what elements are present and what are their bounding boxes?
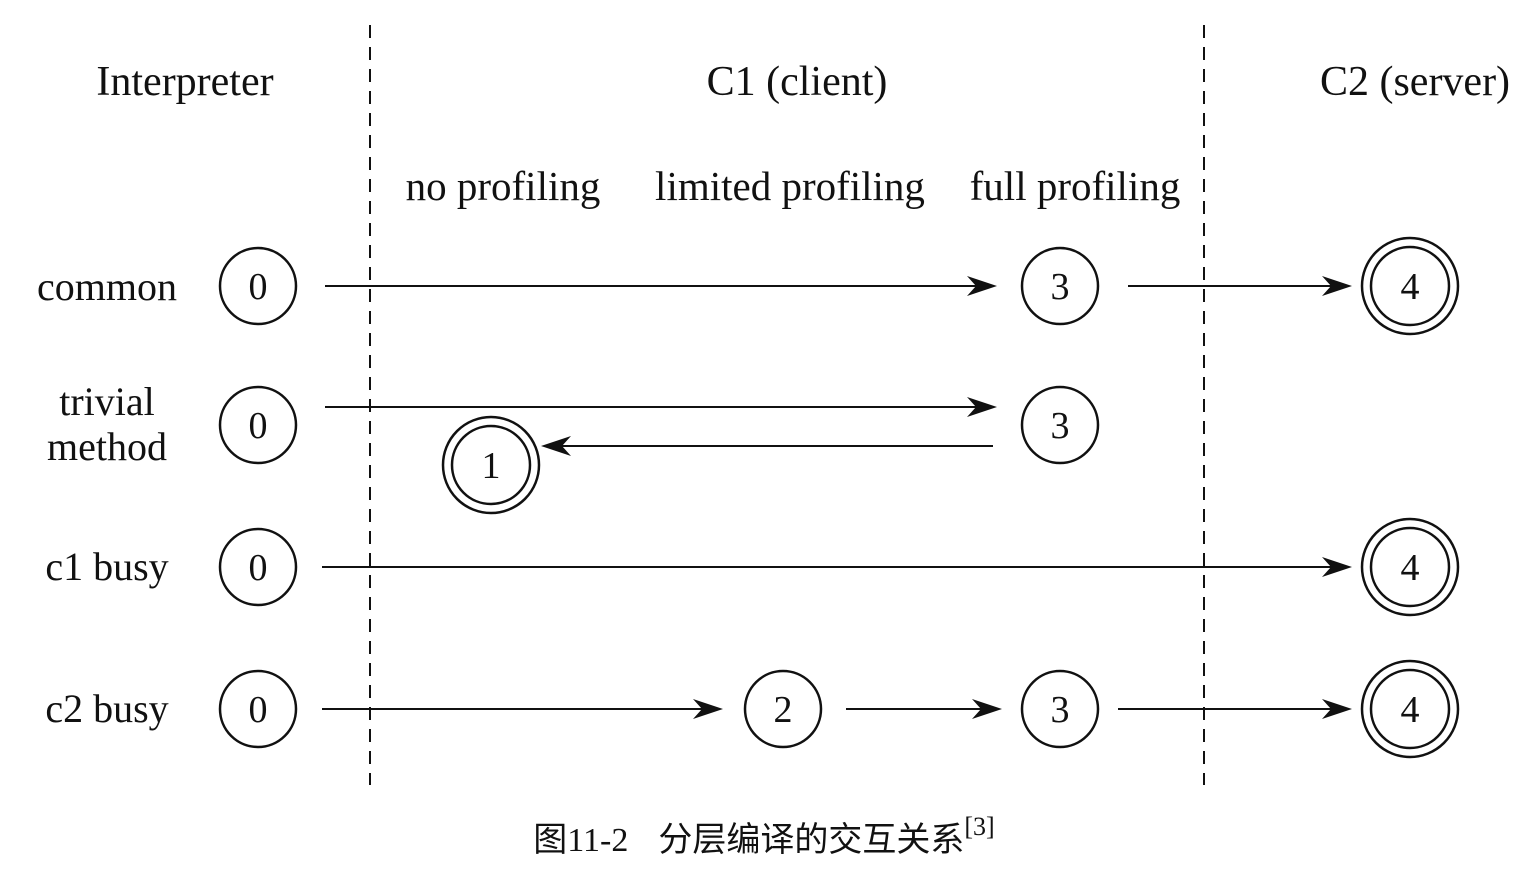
node-c2busy-level-0: 0 (218, 669, 298, 749)
caption-text: 分层编译的交互关系 (658, 822, 965, 859)
header-interpreter: Interpreter (96, 59, 273, 105)
subheader-no-profiling: no profiling (406, 163, 601, 209)
node-c1busy-level-0: 0 (218, 527, 298, 607)
svg-text:0: 0 (249, 547, 268, 589)
node-c2busy-level-4: 4 (1360, 659, 1460, 759)
row-label-c1-busy: c1 busy (45, 544, 168, 589)
svg-text:4: 4 (1401, 266, 1420, 308)
svg-text:3: 3 (1051, 689, 1070, 731)
svg-text:1: 1 (482, 445, 501, 487)
svg-text:0: 0 (249, 405, 268, 447)
node-common-level-4: 4 (1360, 236, 1460, 336)
row-label-method: method (47, 424, 167, 469)
row-label-common: common (37, 264, 177, 309)
header-c2-server: C2 (server) (1320, 59, 1510, 105)
figure-caption: 图11-2 分层编译的交互关系[3] (0, 812, 1528, 861)
node-trivial-level-3: 3 (1020, 385, 1100, 465)
row-label-trivial: trivial (59, 379, 155, 424)
node-common-level-0: 0 (218, 246, 298, 326)
node-c1busy-level-4: 4 (1360, 517, 1460, 617)
row-label-c2-busy: c2 busy (45, 686, 168, 731)
svg-text:0: 0 (249, 689, 268, 731)
subheader-full-profiling: full profiling (970, 163, 1181, 209)
svg-text:4: 4 (1401, 547, 1420, 589)
caption-reference: [3] (964, 811, 995, 841)
node-c2busy-level-3: 3 (1020, 669, 1100, 749)
svg-text:3: 3 (1051, 405, 1070, 447)
svg-text:0: 0 (249, 266, 268, 308)
node-c2busy-level-2: 2 (743, 669, 823, 749)
svg-text:4: 4 (1401, 689, 1420, 731)
subheader-limited-profiling: limited profiling (655, 163, 925, 209)
node-trivial-level-0: 0 (218, 385, 298, 465)
svg-text:3: 3 (1051, 266, 1070, 308)
caption-figure-number: 图11-2 (533, 822, 629, 859)
header-c1-client: C1 (client) (707, 59, 888, 105)
node-trivial-level-1: 1 (441, 415, 541, 515)
svg-text:2: 2 (774, 689, 793, 731)
node-common-level-3: 3 (1020, 246, 1100, 326)
